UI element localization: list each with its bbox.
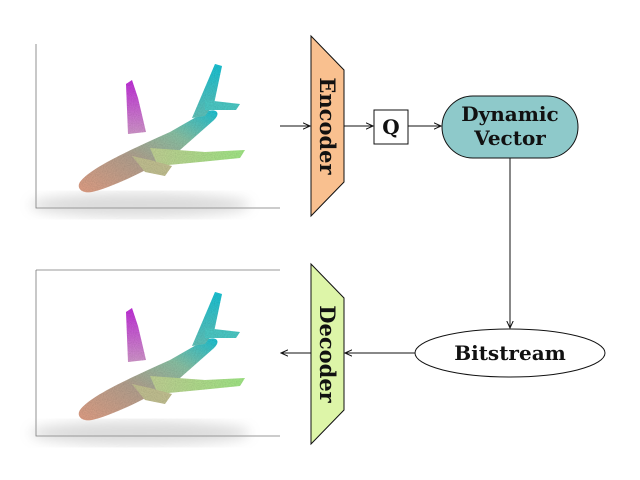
encoder-block: Encoder xyxy=(310,34,345,218)
bitstream-block: Bitstream xyxy=(414,328,606,378)
bitstream-label: Bitstream xyxy=(454,341,566,365)
airplane-point-cloud-icon xyxy=(30,292,250,445)
quantizer-label: Q xyxy=(382,115,399,139)
dynamic-vector-block: Dynamic Vector xyxy=(441,95,579,159)
input-frame xyxy=(35,44,280,209)
encoder-label: Encoder xyxy=(315,77,340,175)
quantizer-block: Q xyxy=(373,109,409,145)
flow-arrows xyxy=(280,126,510,353)
output-panel xyxy=(30,269,280,445)
dynamic-vector-line1: Dynamic xyxy=(461,102,558,126)
airplane-point-cloud-icon xyxy=(30,64,250,217)
decoder-label: Decoder xyxy=(315,305,340,403)
input-panel xyxy=(30,44,280,217)
dynamic-vector-line2: Vector xyxy=(473,126,546,150)
output-frame xyxy=(35,269,280,437)
decoder-block: Decoder xyxy=(310,262,345,446)
